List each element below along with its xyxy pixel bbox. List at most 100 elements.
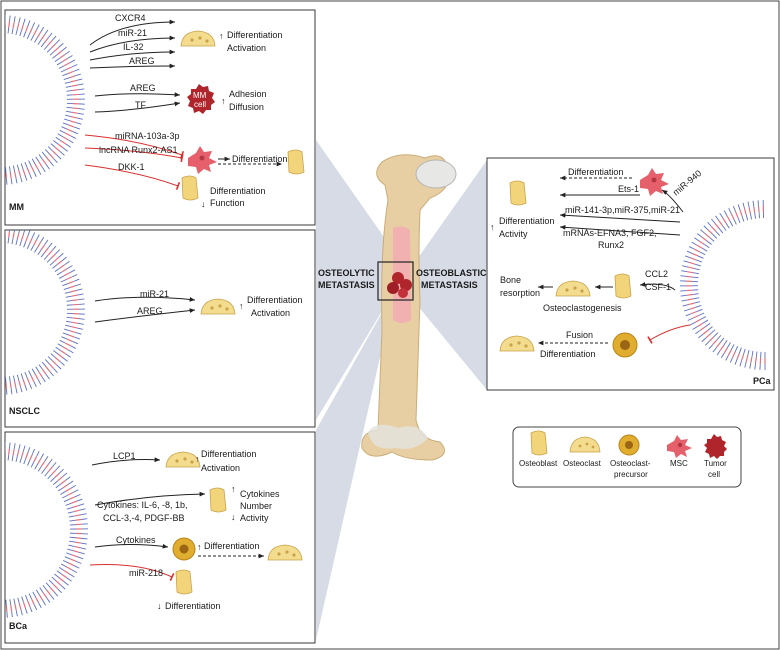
membrane-lipid bbox=[64, 328, 71, 332]
legend-osteoclast: Osteoclast bbox=[563, 436, 602, 468]
membrane-lipid bbox=[69, 519, 76, 522]
osteoblast-icon bbox=[209, 487, 227, 513]
membrane-lipid bbox=[62, 73, 69, 77]
membrane-lipid bbox=[714, 223, 720, 229]
membrane-lipid bbox=[12, 232, 15, 239]
membrane-lipid bbox=[53, 140, 59, 145]
membrane-lipid bbox=[60, 584, 66, 590]
membrane-lipid bbox=[62, 483, 69, 489]
membrane-lipid bbox=[59, 361, 65, 366]
membrane-lipid bbox=[66, 128, 73, 132]
membrane-lipid bbox=[8, 448, 11, 455]
membrane-lipid bbox=[70, 79, 77, 83]
membrane-lipid bbox=[72, 89, 79, 92]
membrane-lipid bbox=[62, 494, 68, 499]
membrane-lipid bbox=[57, 343, 64, 348]
membrane-lipid bbox=[74, 514, 81, 517]
membrane-lipid bbox=[712, 233, 718, 239]
membrane-lipid bbox=[36, 451, 40, 457]
membrane-lipid bbox=[13, 443, 16, 450]
membrane-lipid bbox=[18, 603, 22, 610]
membrane-lipid bbox=[19, 457, 23, 464]
up-arrow-icon: ↑ bbox=[239, 301, 244, 311]
membrane-lipid bbox=[59, 339, 66, 344]
membrane-lipid bbox=[704, 244, 710, 249]
membrane-lipid bbox=[46, 597, 51, 603]
nsclc-effect-differentiation: Differentiation bbox=[247, 295, 302, 305]
membrane-lipid bbox=[31, 368, 36, 375]
membrane-lipid bbox=[753, 206, 756, 213]
membrane-lipid bbox=[735, 211, 739, 218]
membrane-lipid bbox=[55, 483, 61, 489]
membrane-lipid bbox=[683, 308, 690, 312]
membrane-lipid bbox=[704, 340, 710, 346]
bca-mir218: miR-218 bbox=[129, 568, 163, 578]
membrane-lipid bbox=[58, 65, 65, 69]
membrane-lipid bbox=[53, 256, 60, 262]
membrane-lipid bbox=[48, 579, 54, 585]
membrane-lipid bbox=[58, 577, 65, 582]
membrane-lipid bbox=[65, 114, 72, 118]
membrane-lipid bbox=[44, 359, 50, 365]
osteolytic-label-1: OSTEOLYTIC bbox=[318, 268, 375, 278]
membrane-lipid bbox=[45, 163, 50, 170]
membrane-lipid bbox=[15, 610, 18, 617]
membrane-lipid bbox=[57, 353, 64, 359]
membrane-lipid bbox=[12, 165, 16, 172]
membrane-lipid bbox=[56, 260, 63, 266]
membrane-lipid bbox=[75, 73, 82, 77]
membrane-lipid bbox=[57, 487, 64, 492]
mm-dkk-differentiation: Differentiation bbox=[210, 186, 265, 196]
membrane-lipid bbox=[35, 156, 40, 163]
membrane-lipid bbox=[715, 230, 721, 236]
membrane-lipid bbox=[71, 64, 78, 68]
membrane-lipid bbox=[59, 151, 65, 156]
membrane-lipid bbox=[15, 238, 18, 246]
membrane-lipid bbox=[47, 40, 53, 46]
mm-effect-adhesion: Adhesion bbox=[229, 89, 267, 99]
membrane-lipid bbox=[688, 246, 695, 250]
membrane-lipid bbox=[62, 472, 68, 478]
membrane-lipid bbox=[70, 135, 77, 139]
membrane-lipid bbox=[51, 469, 57, 475]
membrane-lipid bbox=[51, 576, 57, 582]
membrane-lipid bbox=[722, 217, 727, 224]
osteoblast-icon bbox=[287, 149, 305, 175]
mm-msc-differentiation: Differentiation bbox=[232, 154, 287, 164]
membrane-lipid bbox=[54, 267, 61, 272]
legend-osteoclast-label: Osteoclast bbox=[563, 459, 602, 468]
membrane-lipid bbox=[719, 344, 725, 351]
membrane-lipid bbox=[25, 235, 29, 242]
membrane-lipid bbox=[706, 240, 712, 245]
membrane-lipid bbox=[75, 283, 82, 287]
membrane-lipid bbox=[42, 599, 47, 606]
osteoblast-icon bbox=[509, 180, 527, 206]
membrane-lipid bbox=[707, 229, 713, 235]
osteolytic-wedge-lower bbox=[316, 293, 393, 640]
membrane-lipid bbox=[57, 476, 63, 482]
membrane-lipid bbox=[42, 584, 48, 591]
membrane-lipid bbox=[687, 266, 695, 269]
membrane-lipid bbox=[14, 381, 17, 388]
membrane-lipid bbox=[19, 176, 23, 183]
membrane-lipid bbox=[76, 78, 83, 81]
pca-ob-activity: Activity bbox=[499, 229, 528, 239]
membrane-lipid bbox=[21, 596, 24, 603]
membrane-lipid bbox=[81, 518, 88, 520]
membrane-lipid bbox=[19, 30, 23, 37]
pca-mir-list: miR-141-3p,miR-375,miR-21 bbox=[565, 205, 680, 215]
membrane-lipid bbox=[729, 356, 734, 363]
membrane-lipid bbox=[725, 222, 730, 229]
mm-effect-activation: Activation bbox=[227, 43, 266, 53]
membrane-lipid bbox=[51, 35, 57, 41]
membrane-lipid bbox=[50, 43, 56, 49]
membrane-lipid bbox=[56, 61, 63, 66]
membrane-lipid bbox=[692, 272, 700, 275]
membrane-lipid bbox=[712, 347, 717, 353]
membrane-lipid bbox=[18, 17, 21, 24]
down-arrow-icon: ↓ bbox=[201, 199, 206, 209]
membrane-lipid bbox=[47, 356, 53, 362]
membrane-lipid bbox=[30, 461, 35, 468]
mm-cell-membrane bbox=[5, 15, 85, 185]
membrane-lipid bbox=[22, 445, 26, 452]
